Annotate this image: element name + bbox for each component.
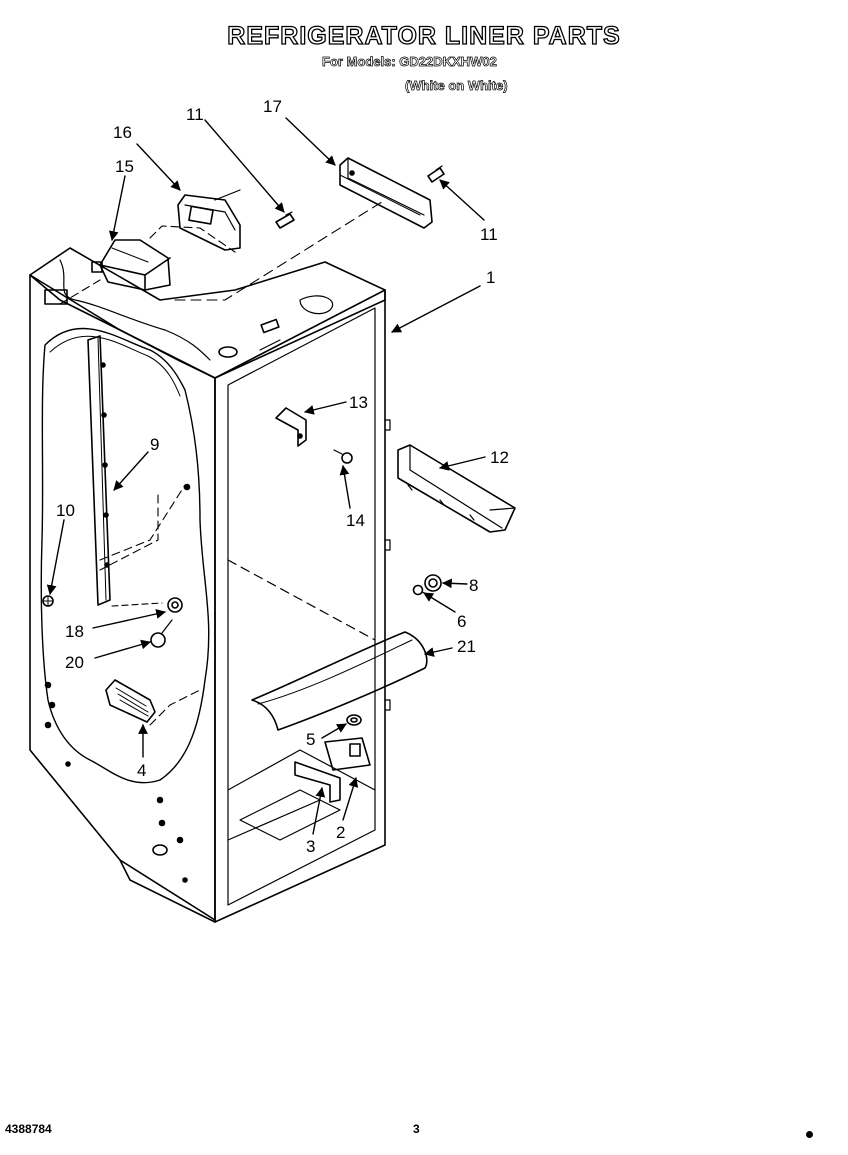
part-17-bracket bbox=[339, 157, 433, 229]
leader-lines bbox=[46, 117, 486, 835]
callout-11-right: 11 bbox=[480, 225, 498, 244]
callout-14: 14 bbox=[346, 511, 365, 530]
part-18-clip bbox=[111, 597, 183, 613]
part-5-nut bbox=[346, 714, 362, 726]
part-6-screw bbox=[412, 584, 431, 596]
liner-front-frame bbox=[214, 289, 386, 923]
part-10-screw bbox=[42, 595, 54, 607]
callout-15: 15 bbox=[115, 157, 134, 176]
callout-3: 3 bbox=[306, 837, 315, 856]
callout-21: 21 bbox=[457, 637, 476, 656]
callout-1: 1 bbox=[486, 268, 495, 287]
callout-labels: 17 11 16 15 11 1 13 12 9 14 10 8 6 18 21… bbox=[56, 97, 509, 856]
callout-11-top: 11 bbox=[186, 105, 204, 124]
document-number: 4388784 bbox=[5, 1122, 52, 1136]
part-15-control-housing bbox=[91, 239, 171, 291]
liner-top-face bbox=[29, 247, 386, 379]
liner-back-outline bbox=[29, 274, 216, 921]
side-wall-cutaway bbox=[40, 327, 210, 784]
callout-16: 16 bbox=[113, 123, 132, 142]
liner-cabinet bbox=[29, 247, 391, 923]
callout-13: 13 bbox=[349, 393, 368, 412]
part-4-grille bbox=[105, 679, 156, 723]
part-16-cover bbox=[177, 189, 241, 251]
part-8-cap bbox=[424, 574, 442, 592]
callout-8: 8 bbox=[469, 576, 478, 595]
part-3-bracket bbox=[294, 761, 341, 803]
page-number: 3 bbox=[413, 1122, 420, 1136]
part-13-bracket bbox=[275, 407, 307, 447]
callout-5: 5 bbox=[306, 730, 315, 749]
part-12-channel bbox=[397, 444, 516, 533]
callout-18: 18 bbox=[65, 622, 84, 641]
part-9-shelf-rail bbox=[87, 335, 111, 606]
part-21-cover bbox=[251, 631, 428, 731]
callout-12: 12 bbox=[490, 448, 509, 467]
part-14-screw bbox=[333, 449, 353, 464]
callout-9: 9 bbox=[150, 435, 159, 454]
registration-dot bbox=[806, 1131, 813, 1138]
models-subtitle: For Models: GD22DKXHW02 bbox=[322, 54, 498, 70]
page-title: REFRIGERATOR LINER PARTS bbox=[227, 21, 621, 50]
part-11-screw-right bbox=[427, 165, 445, 183]
part-11-screw-top bbox=[275, 211, 295, 229]
part-20-bulb bbox=[150, 619, 173, 648]
callout-17: 17 bbox=[263, 97, 282, 116]
callout-2: 2 bbox=[336, 823, 345, 842]
callout-6: 6 bbox=[457, 612, 466, 631]
color-subtitle: (White on White) bbox=[405, 78, 508, 94]
callout-4: 4 bbox=[137, 761, 146, 780]
callout-10: 10 bbox=[56, 501, 75, 520]
callout-20: 20 bbox=[65, 653, 84, 672]
part-2-plate bbox=[324, 737, 371, 771]
liner-front-inner bbox=[227, 307, 376, 906]
